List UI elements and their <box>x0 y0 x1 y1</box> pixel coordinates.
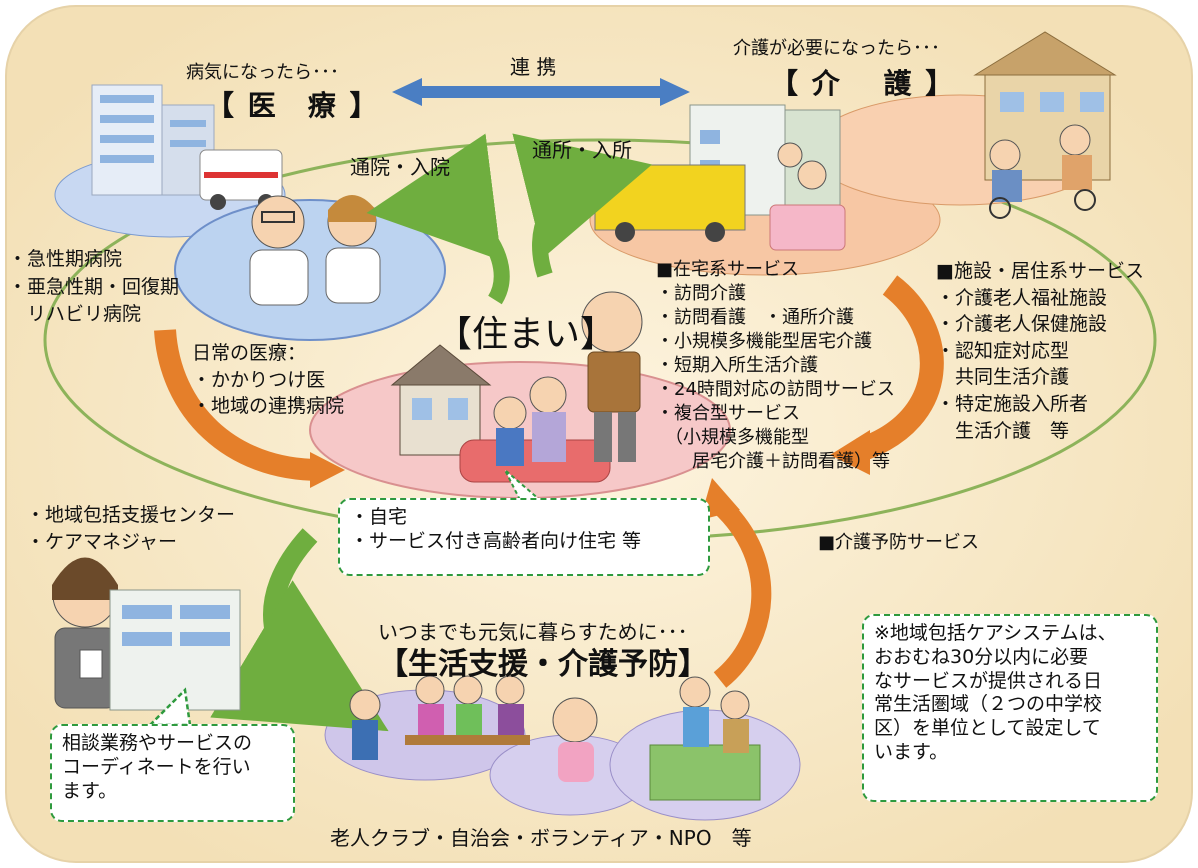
facility-service-item: ・介護老人保健施設 <box>936 313 1108 336</box>
facility-service-item: ・介護老人福祉施設 <box>936 286 1108 309</box>
orange-arrow-prevention-head <box>700 478 740 520</box>
note-line: なサービスが提供される日 <box>874 669 1103 692</box>
home-services: ■在宅系サービス ・訪問介護 ・訪問看護 ・通所介護 ・小規模多機能型居宅介護 … <box>656 258 895 473</box>
support-center-list: ・地域包括支援センター ・ケアマネジャー <box>26 502 235 555</box>
orange-arrow-care-head <box>830 430 870 475</box>
support-center-building-icon <box>109 589 241 711</box>
hospital-building-icon <box>91 84 215 196</box>
care-title: 【 介 護 】 <box>770 67 956 100</box>
home-service-item: ・24時間対応の訪問サービス <box>656 378 895 400</box>
hospital-item: ・亜急性期・回復期 <box>8 275 180 298</box>
medical-title: 【 医 療 】 <box>206 89 380 122</box>
support-center-item: ・ケアマネジャー <box>26 530 178 553</box>
support-note-line: コーディネートを行い <box>62 755 251 778</box>
housing-item: ・自宅 <box>350 506 408 528</box>
doctor-ellipse <box>174 199 446 341</box>
note-box: ※地域包括ケアシステムは、 おおむね30分以内に必要 なサービスが提供される日 … <box>862 614 1158 802</box>
medical-caption: 病気になったら･･･ <box>186 62 339 83</box>
support-note-box: 相談業務やサービスの コーディネートを行い ます。 <box>50 724 295 822</box>
home-services-title: ■在宅系サービス <box>656 259 800 280</box>
note-line: 常生活圏域（２つの中学校 <box>874 693 1103 716</box>
hospital-list: ・急性期病院 ・亜急性期・回復期 リハビリ病院 <box>8 246 179 329</box>
orange-arrow-prevention <box>713 497 772 688</box>
home-service-item: 居宅介護＋訪問看護）等 <box>656 450 890 472</box>
family-figures-icon <box>459 376 611 483</box>
home-service-item: （小規模多機能型 <box>656 426 809 448</box>
link-double-arrow <box>392 78 690 106</box>
facility-service-item: ・特定施設入所者 <box>936 392 1089 415</box>
facility-visit-label: 通所・入所 <box>532 138 632 162</box>
daily-medical: 日常の医療： ・かかりつけ医 ・地域の連携病院 <box>192 340 344 420</box>
nurse-figure-icon <box>325 195 381 304</box>
hospital-visit-label: 通院・入院 <box>350 155 450 179</box>
daily-medical-title: 日常の医療： <box>192 342 307 364</box>
home-service-item: ・訪問看護 ・通所介護 <box>656 306 854 328</box>
facility-service-item: 生活介護 等 <box>936 419 1070 442</box>
support-note-line: ます。 <box>62 779 118 802</box>
home-service-item: ・短期入所生活介護 <box>656 354 818 376</box>
orange-arrow-medical <box>154 329 321 481</box>
housing-title: 【住まい】 <box>436 314 617 355</box>
van-icon <box>594 164 746 242</box>
note-line: 区）を単位として設定して <box>874 717 1101 739</box>
wheelchair-users-icon <box>989 124 1096 219</box>
bath-icon <box>769 142 846 251</box>
housing-box: ・自宅 ・サービス付き高齢者向け住宅 等 <box>338 498 710 576</box>
facility-services-title: ■施設・居住系サービス <box>936 260 1144 282</box>
living-support-title: 【生活支援・介護予防】 <box>378 647 708 682</box>
facility-services: ■施設・居住系サービス ・介護老人福祉施設 ・介護老人保健施設 ・認知症対応型 … <box>936 258 1144 444</box>
home-service-item: ・小規模多機能型居宅介護 <box>656 330 872 352</box>
green-arrow-hospital <box>366 133 510 305</box>
note-line: ※地域包括ケアシステムは、 <box>874 622 1117 644</box>
elderly-group-icon <box>349 675 530 760</box>
green-arrow-support <box>210 528 389 732</box>
doctor-figure-icon <box>249 195 309 306</box>
support-note-line: 相談業務やサービスの <box>62 732 253 754</box>
grandfather-figure-icon <box>581 291 643 462</box>
home-service-item: ・訪問介護 <box>656 282 746 304</box>
care-manager-icon <box>52 557 118 709</box>
home-service-item: ・複合型サービス <box>656 402 800 424</box>
care-caption: 介護が必要になったら･･･ <box>733 38 940 59</box>
living-support-footer: 老人クラブ・自治会・ボランティア・NPO 等 <box>330 826 752 850</box>
housing-item: ・サービス付き高齢者向け住宅 等 <box>350 529 642 552</box>
volunteer-icon <box>649 676 761 801</box>
note-line: おおむね30分以内に必要 <box>874 645 1089 668</box>
daily-medical-item: ・かかりつけ医 <box>192 368 326 391</box>
facility-service-item: ・認知症対応型 <box>936 339 1070 362</box>
support-center-item: ・地域包括支援センター <box>26 504 236 526</box>
living-support-caption: いつまでも元気に暮らすために･･･ <box>378 620 688 644</box>
housing-box-pointer <box>504 469 543 501</box>
orange-arrow-care <box>855 275 944 462</box>
facility-service-item: 共同生活介護 <box>936 366 1070 389</box>
daily-medical-item: ・地域の連携病院 <box>192 395 345 418</box>
hospital-item: リハビリ病院 <box>8 303 142 326</box>
green-arrow-facility <box>512 133 653 278</box>
note-line: います。 <box>874 740 949 763</box>
exercise-lady-icon <box>552 697 598 782</box>
orange-arrow-medical-head <box>310 452 345 488</box>
link-label: 連 携 <box>510 55 557 79</box>
hospital-item: ・急性期病院 <box>8 248 123 270</box>
prevention-service-label: ■介護予防サービス <box>818 532 980 553</box>
